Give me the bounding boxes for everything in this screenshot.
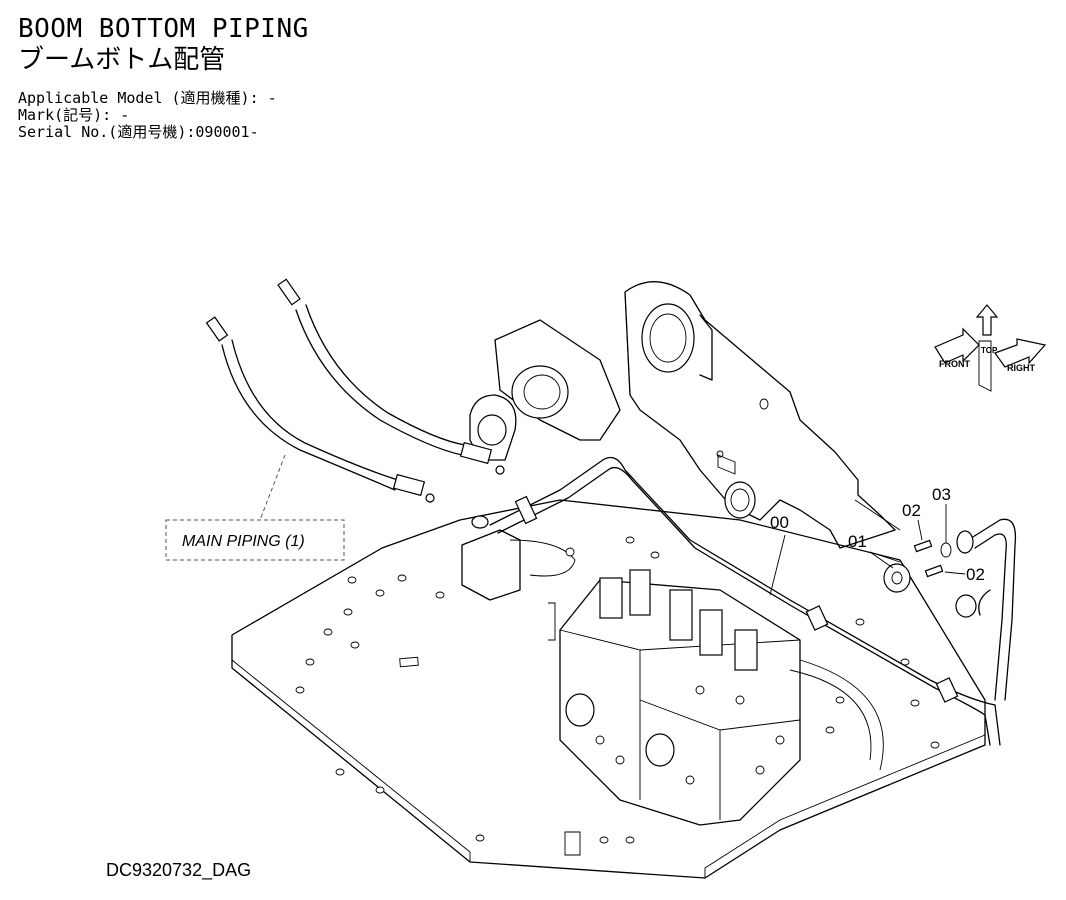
meta-info: Applicable Model (適用機種): - Mark(記号): - S…	[18, 90, 309, 141]
base-plate	[231, 499, 986, 879]
boom-bracket	[469, 281, 901, 549]
flange-parts	[883, 539, 952, 593]
control-valve	[559, 569, 801, 826]
main-piping-leader	[259, 454, 286, 521]
callout-01: 01	[848, 532, 867, 551]
callout-03: 03	[932, 485, 951, 504]
applicable-model: Applicable Model (適用機種): -	[18, 89, 277, 107]
right-label: RIGHT	[1007, 363, 1036, 373]
header: BOOM BOTTOM PIPING ブームボトム配管 Applicable M…	[18, 14, 309, 141]
mark: Mark(記号): -	[18, 106, 130, 124]
callouts: 00 01 02 03 02	[769, 485, 985, 596]
bolt-02-upper	[913, 539, 933, 553]
main-piping-label: MAIN PIPING (1)	[182, 533, 305, 550]
oring-03	[940, 542, 952, 558]
main-piping-box	[165, 519, 345, 561]
drawing-number: DC9320732_DAG	[106, 860, 252, 880]
serial-no: Serial No.(適用号機):090001-	[18, 123, 259, 141]
hose-right	[277, 278, 505, 475]
hose-left	[205, 316, 435, 503]
plate-holes	[295, 536, 940, 844]
main-pipe	[471, 456, 1001, 746]
bolt-02-lower	[924, 564, 944, 578]
elbow-pipe	[955, 518, 1017, 701]
callout-02-upper: 02	[902, 501, 921, 520]
support-bracket	[461, 529, 576, 641]
callout-00: 00	[770, 513, 789, 532]
top-label: TOP	[981, 346, 998, 355]
callout-02-lower: 02	[966, 565, 985, 584]
page-title-jp: ブームボトム配管	[18, 45, 226, 75]
front-label: FRONT	[939, 359, 970, 369]
direction-indicator: FRONT RIGHT TOP	[934, 304, 1047, 392]
page-title: BOOM BOTTOM PIPING	[18, 14, 309, 44]
